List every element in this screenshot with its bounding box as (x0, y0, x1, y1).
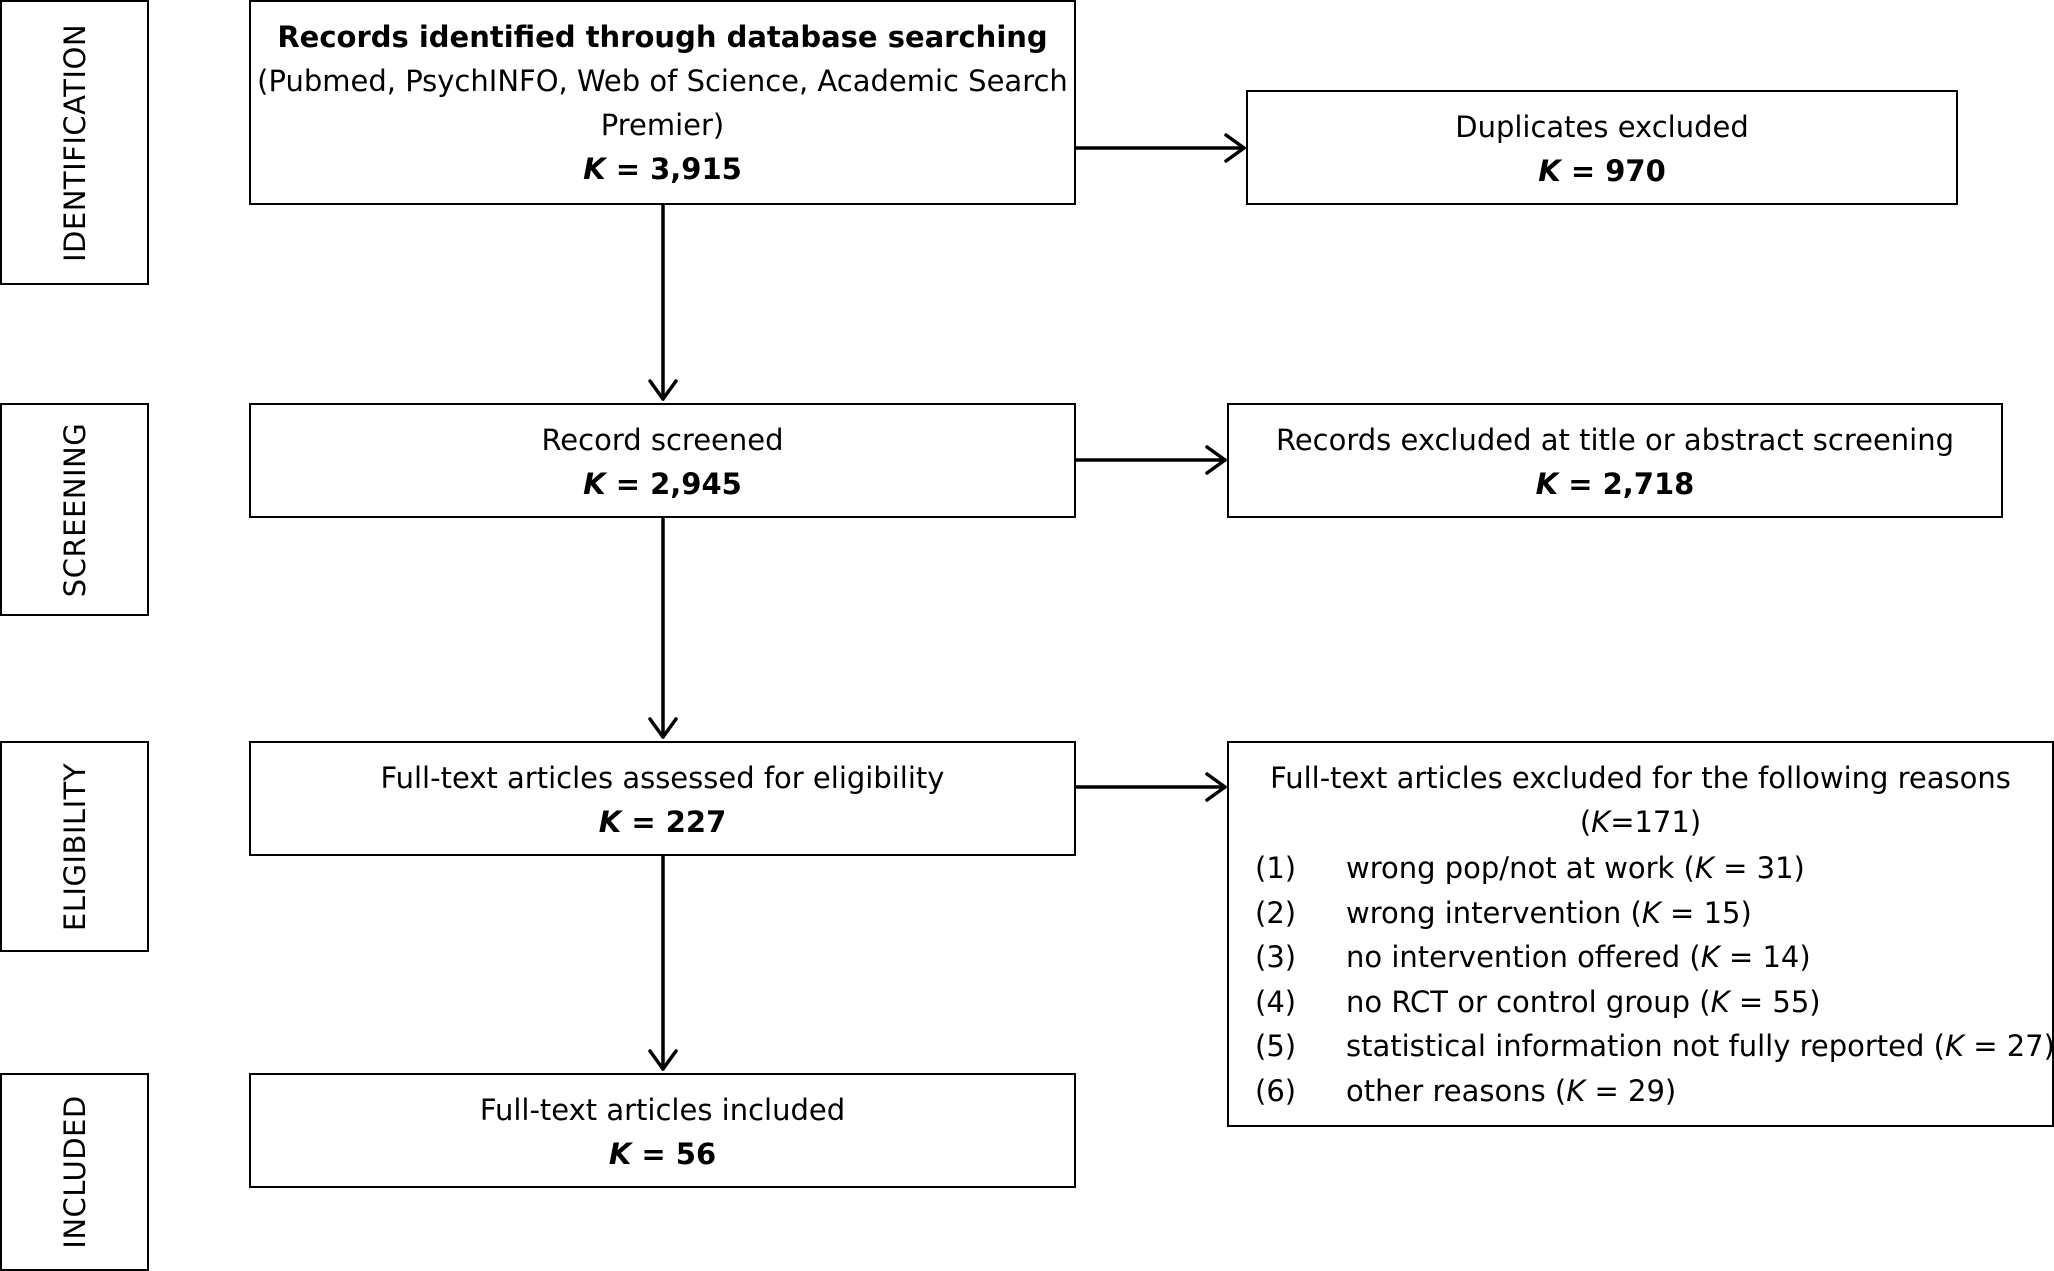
duplicates-box: Duplicates excluded K = 970 (1246, 90, 1958, 205)
assessed-title: Full-text articles assessed for eligibil… (380, 761, 945, 795)
arrowhead-assessed-to-included (648, 1049, 678, 1071)
screened-count: K = 2,945 (583, 467, 742, 501)
stage-eligibility: ELIGIBILITY (0, 741, 149, 952)
arrowhead-to-excluded-title (1205, 445, 1227, 475)
exclusion-reason-number: (4) (1255, 984, 1297, 1019)
exclusion-reason-number: (5) (1255, 1029, 1297, 1063)
identified-sources-line-2: Premier) (600, 108, 725, 142)
identified-count: K = 3,915 (583, 152, 742, 186)
excluded-title-title: Records excluded at title or abstract sc… (1275, 423, 1955, 457)
arrowhead-screened-to-assessed (648, 717, 678, 739)
arrowhead-identified-to-screened (648, 379, 678, 401)
exclusion-reason-text: no intervention offered (K = 14) (1346, 940, 1811, 974)
exclusion-reason-number: (3) (1255, 940, 1297, 974)
exclusion-reason-text: other reasons (K = 29) (1346, 1073, 1677, 1108)
arrowhead-to-duplicates (1224, 133, 1246, 163)
exclusion-reason-number: (6) (1255, 1073, 1297, 1108)
stage-identification: IDENTIFICATION (0, 0, 149, 285)
excluded-fulltext-box: Full-text articles excluded for the foll… (1227, 741, 2054, 1127)
assessed-box: Full-text articles assessed for eligibil… (249, 741, 1076, 856)
assessed-count: K = 227 (598, 805, 727, 839)
exclusion-reason-text: statistical information not fully report… (1346, 1029, 2054, 1063)
identified-title: Records identified through database sear… (277, 20, 1048, 54)
included-count: K = 56 (608, 1137, 717, 1171)
screened-box: Record screened K = 2,945 (249, 403, 1076, 518)
stage-screening: SCREENING (0, 403, 149, 616)
exclusion-reason-text: no RCT or control group (K = 55) (1346, 984, 1821, 1019)
exclusion-reason-number: (1) (1255, 851, 1297, 885)
included-box: Full-text articles included K = 56 (249, 1073, 1076, 1188)
included-title: Full-text articles included (479, 1093, 846, 1127)
identified-box: Records identified through database sear… (249, 0, 1076, 205)
excluded-title-count: K = 2,718 (1535, 467, 1695, 501)
screened-title: Record screened (541, 423, 784, 457)
stage-included: INCLUDED (0, 1073, 149, 1271)
exclusion-reason-text: wrong intervention (K = 15) (1346, 895, 1752, 930)
arrowhead-to-excluded-fulltext (1205, 772, 1227, 802)
duplicates-count: K = 970 (1538, 154, 1666, 188)
excluded-fulltext-title: Full-text articles excluded for the foll… (1270, 761, 2011, 795)
exclusion-reason-text: wrong pop/not at work (K = 31) (1346, 851, 1805, 885)
identified-sources-line: (Pubmed, PsychINFO, Web of Science, Acad… (257, 64, 1068, 98)
excluded-title-box: Records excluded at title or abstract sc… (1227, 403, 2003, 518)
exclusion-reason-number: (2) (1255, 895, 1297, 930)
excluded-fulltext-count: (K=171) (1579, 805, 1702, 839)
duplicates-title: Duplicates excluded (1455, 110, 1749, 144)
